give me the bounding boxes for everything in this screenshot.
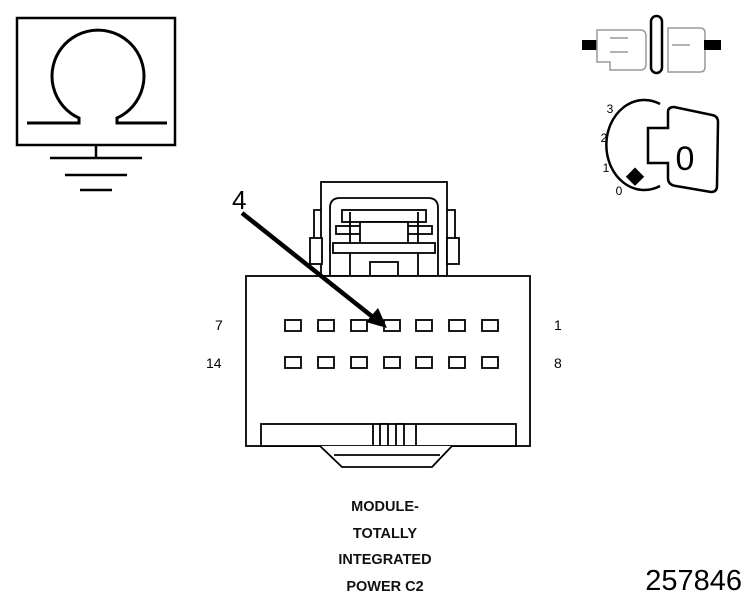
key-position-value: 0	[676, 140, 695, 178]
disconnected-connector-icon	[582, 14, 721, 75]
connector-caption: MODULE- TOTALLY INTEGRATED POWER C2	[300, 494, 470, 600]
row1-left-label: 7	[215, 317, 223, 333]
ohm-meter-icon	[15, 16, 177, 147]
figure-id: 257846	[645, 565, 742, 597]
key-position-2: 2	[601, 131, 608, 145]
caption-line: INTEGRATED	[338, 552, 432, 568]
caption-line: POWER C2	[346, 578, 424, 595]
pin-row-bottom	[284, 356, 499, 369]
row1-right-label: 1	[554, 317, 562, 333]
pin-cavity-9	[448, 356, 466, 369]
pin-cavity-11	[383, 356, 401, 369]
ground-icon	[50, 145, 142, 192]
pin-cavity-14	[284, 356, 302, 369]
callout-pin-number: 4	[232, 185, 246, 215]
callout-arrow	[240, 211, 387, 328]
key-position-3: 3	[607, 102, 614, 116]
key-position-0: 0	[616, 184, 623, 198]
pin-cavity-1	[481, 319, 499, 332]
row2-right-label: 8	[554, 355, 562, 371]
pin-cavity-5	[350, 319, 368, 332]
key-position-1: 1	[603, 161, 610, 175]
pin-cavity-6	[317, 319, 335, 332]
pin-cavity-12	[350, 356, 368, 369]
pin-cavity-2	[448, 319, 466, 332]
caption-line: MODULE-	[351, 499, 419, 515]
row2-left-label: 14	[206, 355, 222, 371]
connector-bottom-rail	[260, 423, 517, 468]
pin-cavity-13	[317, 356, 335, 369]
caption-line: TOTALLY	[352, 525, 418, 542]
pin-cavity-4	[383, 319, 401, 332]
connector-latch	[309, 181, 460, 277]
ignition-key-icon: 0 3 2 1 0	[601, 98, 720, 198]
pin-cavity-10	[415, 356, 433, 369]
pin-cavity-7	[284, 319, 302, 332]
pin-cavity-8	[481, 356, 499, 369]
pin-cavity-3	[415, 319, 433, 332]
